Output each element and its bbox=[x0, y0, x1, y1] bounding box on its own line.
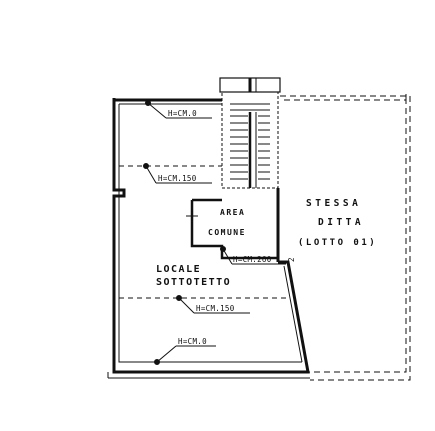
height-label-top: H=CM.0 bbox=[168, 109, 197, 118]
height-label-middle: H=CM.260 bbox=[233, 255, 272, 264]
height-markers bbox=[143, 100, 286, 365]
stairwell bbox=[219, 77, 281, 189]
section-marker: 2 bbox=[287, 257, 296, 262]
common-label-line1: AREA bbox=[220, 208, 245, 217]
height-label-bottom: H=CM.0 bbox=[178, 337, 207, 346]
attic-inner-walls bbox=[107, 103, 310, 379]
common-area-walls bbox=[186, 198, 278, 260]
attic-label-line1: LOCALE bbox=[156, 264, 201, 275]
owner-area-outline bbox=[280, 94, 411, 381]
height-label-upper: H=CM.150 bbox=[158, 174, 197, 183]
attic-label-line2: SOTTOTETTO bbox=[156, 277, 231, 288]
owner-label-line3: (LOTTO 01) bbox=[298, 238, 377, 248]
height-dividers bbox=[119, 165, 290, 299]
common-label-line2: COMUNE bbox=[208, 228, 246, 237]
attic-walls bbox=[112, 98, 310, 374]
owner-label-line2: DITTA bbox=[318, 217, 364, 228]
height-label-lower: H=CM.150 bbox=[196, 304, 235, 313]
owner-label-line1: STESSA bbox=[306, 198, 361, 209]
